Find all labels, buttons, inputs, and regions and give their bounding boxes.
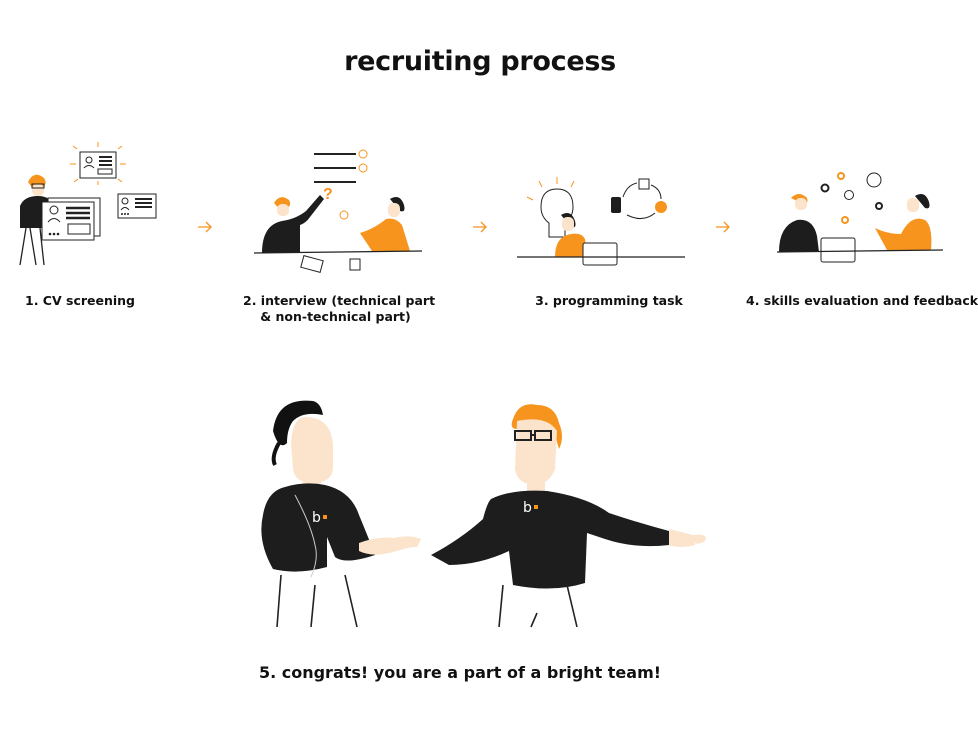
programming-task-illustration [517, 177, 685, 266]
logo-b-left: b [312, 510, 321, 526]
cup-icon [349, 258, 361, 271]
step-2-label-line1: 2. interview (technical part [243, 293, 436, 308]
cv-card-right [117, 193, 157, 219]
arrow-right-icon [198, 221, 212, 233]
person-man [431, 404, 706, 628]
question-mark-icon: ? [323, 186, 333, 203]
gears-icon [820, 172, 883, 224]
workflow-icon [611, 178, 667, 219]
step-3-label: 3. programming task [535, 293, 683, 308]
logo-b-right: b [523, 500, 532, 516]
checklist [314, 149, 368, 183]
step-2-label: 2. interview (technical part & non-techn… [243, 293, 436, 325]
logo-badge: b b [312, 500, 538, 526]
laptop-icon [820, 237, 856, 263]
handshake-illustration: b b [261, 400, 706, 628]
skills-evaluation-illustration [776, 172, 944, 263]
cv-card-front [41, 197, 101, 241]
interview-illustration: ? [253, 149, 423, 273]
person-evaluator [779, 194, 819, 252]
arrow-right-icon [473, 221, 487, 233]
laptop-icon [582, 242, 618, 266]
cv-screening-illustration [19, 142, 157, 266]
step-4-label: 4. skills evaluation and feedback [746, 293, 978, 308]
person-candidate [339, 197, 410, 251]
person-woman [261, 400, 375, 628]
final-step-label: 5. congrats! you are a part of a bright … [258, 663, 662, 682]
handshake-hands [359, 536, 421, 555]
cv-card-top [70, 142, 126, 185]
person-candidate [875, 194, 932, 250]
page-title: recruiting process [344, 46, 616, 77]
step-1-label: 1. CV screening [25, 293, 135, 308]
step-2-label-line2: & non-technical part) [260, 309, 411, 324]
person-interviewer [262, 195, 324, 273]
person-developer [555, 213, 587, 257]
arrow-right-icon [716, 221, 730, 233]
